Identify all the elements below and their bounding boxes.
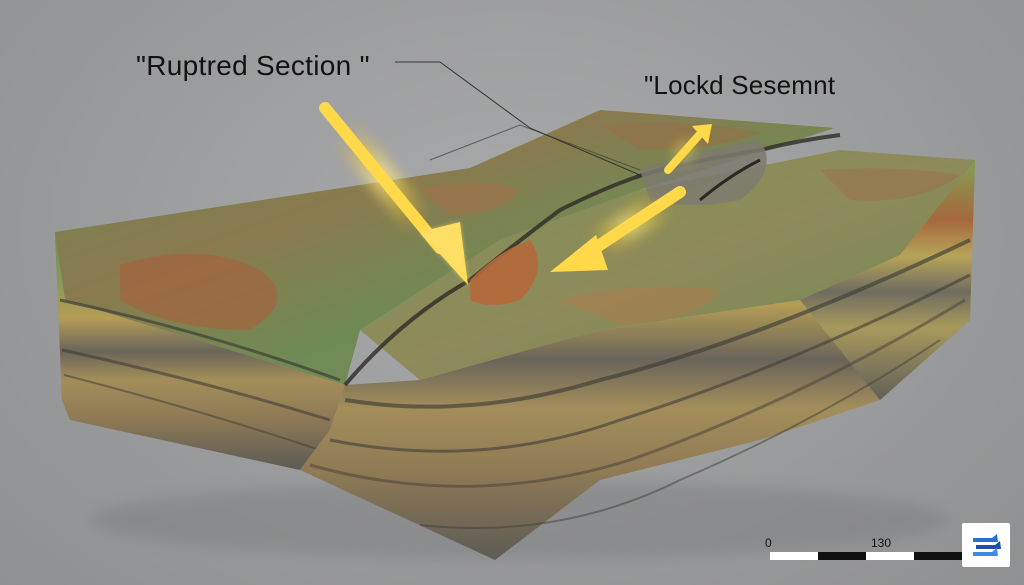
scale-end-label: 130	[871, 536, 892, 550]
scale-start-label: 0	[765, 536, 772, 550]
stylized-arrows-logo	[962, 523, 1010, 567]
logo-icon	[973, 534, 1001, 556]
right-block-front	[300, 160, 975, 560]
rupture-arrow	[313, 98, 468, 285]
right-block	[300, 150, 975, 560]
ruptured-section-label: "Ruptred Section "	[136, 50, 370, 81]
slip-arrow	[660, 124, 712, 177]
ruptured-leader-line	[395, 61, 641, 176]
left-block-front	[55, 232, 345, 470]
right-block-top	[360, 150, 975, 380]
locked-segment-label: "Lockd Sesemnt	[644, 70, 836, 100]
scale-bar	[770, 552, 962, 560]
locked-arrow	[550, 179, 689, 272]
